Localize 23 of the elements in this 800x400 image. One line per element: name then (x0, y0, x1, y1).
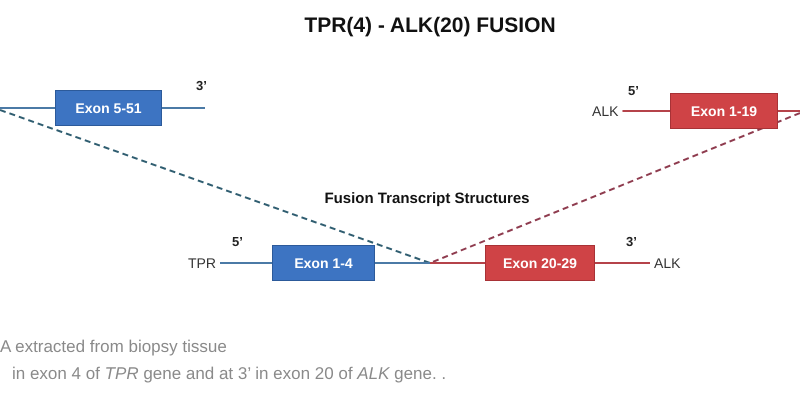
strand-end-label: 3’ (626, 234, 637, 249)
gene-label: ALK (588, 100, 622, 122)
section-heading: Fusion Transcript Structures (324, 190, 530, 207)
caption-text: in exon 4 of TPR gene and at 3’ in exon 20 of ALK gene. . (12, 364, 446, 384)
gene-label: TPR (184, 252, 220, 274)
gene-line (162, 107, 205, 109)
gene-line (220, 262, 272, 264)
caption-text: A extracted from biopsy tissue (0, 337, 227, 357)
exon-box: Exon 1-4 (272, 245, 375, 281)
strand-end-label: 5’ (628, 83, 639, 98)
gene-label: ALK (650, 252, 684, 274)
exon-box: Exon 1-19 (670, 93, 778, 129)
gene-line (0, 107, 55, 109)
gene-line (778, 110, 800, 112)
diagram-title: TPR(4) - ALK(20) FUSION (304, 14, 556, 38)
gene-line (375, 262, 430, 264)
strand-end-label: 3’ (196, 78, 207, 93)
strand-end-label: 5’ (232, 234, 243, 249)
gene-line (622, 110, 670, 112)
gene-line (595, 262, 650, 264)
gene-line (430, 262, 485, 264)
exon-box: Exon 5-51 (55, 90, 162, 126)
exon-box: Exon 20-29 (485, 245, 595, 281)
